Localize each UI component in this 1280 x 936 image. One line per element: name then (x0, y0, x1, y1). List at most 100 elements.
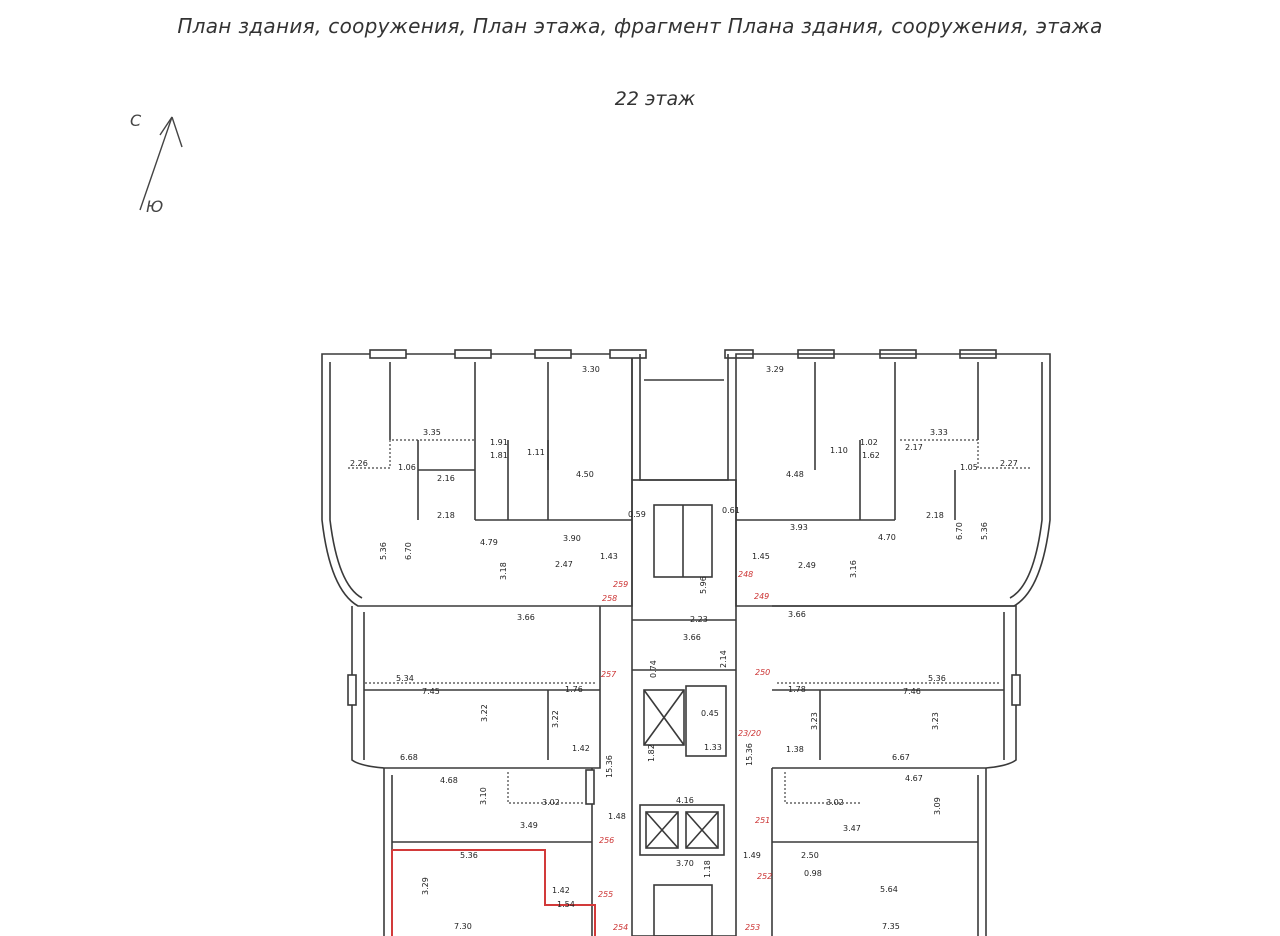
plan-walls (321, 349, 1051, 936)
dimension-label: 3.33 (930, 428, 948, 437)
dimension-label: 3.90 (563, 534, 581, 543)
dimension-label: 3.18 (499, 562, 508, 580)
dimension-label: 1.62 (862, 451, 880, 460)
dimension-label: 4.48 (786, 470, 804, 479)
dimension-label: 3.16 (849, 560, 858, 578)
dimension-label: 2.16 (437, 474, 455, 483)
compass-south-label: Ю (146, 197, 164, 216)
dimension-label: 2.26 (350, 459, 368, 468)
dimension-label: 1.48 (608, 812, 626, 821)
room-number: 249 (754, 592, 769, 601)
dimension-label: 1.76 (565, 685, 583, 694)
dimension-label: 6.67 (892, 753, 910, 762)
dimension-label: 2.49 (798, 561, 816, 570)
dimension-label: 3.29 (421, 877, 430, 895)
dimension-label: 3.66 (517, 613, 535, 622)
dimension-label: 5.96 (699, 576, 708, 594)
room-number: 259 (613, 580, 628, 589)
room-number: 254 (613, 923, 628, 932)
dimension-labels: 3.30 3.29 3.35 3.33 2.26 2.27 1.06 1.05 … (350, 365, 1018, 931)
dimension-label: 4.68 (440, 776, 458, 785)
dimension-label: 5.36 (980, 522, 989, 540)
compass-arrow-icon (139, 116, 183, 211)
dimension-label: 5.36 (379, 542, 388, 560)
dimension-label: 1.42 (552, 886, 570, 895)
dimension-label: 6.70 (955, 522, 964, 540)
dimension-label: 2.23 (690, 615, 708, 624)
room-number: 255 (598, 890, 613, 899)
dimension-label: 15.36 (605, 755, 614, 778)
dimension-label: 0.59 (628, 510, 646, 519)
dimension-label: 3.23 (931, 712, 940, 730)
dimension-label: 4.70 (878, 533, 896, 542)
dimension-label: 7.35 (882, 922, 900, 931)
dimension-label: 4.67 (905, 774, 923, 783)
dimension-label: 2.27 (1000, 459, 1018, 468)
page-title: План здания, сооружения, План этажа, фра… (177, 14, 1103, 38)
dimension-label: 5.36 (460, 851, 478, 860)
dimension-label: 4.16 (676, 796, 694, 805)
dimension-label: 1.42 (572, 744, 590, 753)
dimension-label: 3.93 (790, 523, 808, 532)
dimension-label: 1.54 (557, 900, 575, 909)
room-number: 250 (755, 668, 770, 677)
dimension-label: 1.43 (600, 552, 618, 561)
dimension-label: 2.18 (926, 511, 944, 520)
room-number: 252 (757, 872, 772, 881)
dimension-label: 3.02 (542, 798, 560, 807)
dimension-label: 5.36 (928, 674, 946, 683)
dimension-label: 5.64 (880, 885, 898, 894)
dimension-label: 3.35 (423, 428, 441, 437)
room-number: 248 (738, 570, 753, 579)
dimension-label: 1.10 (830, 446, 848, 455)
dimension-label: 3.70 (676, 859, 694, 868)
compass-north-label: С (130, 111, 142, 130)
dimension-label: 1.78 (788, 685, 806, 694)
dimension-label: 3.29 (766, 365, 784, 374)
dimension-label: 6.68 (400, 753, 418, 762)
highlighted-apartment (391, 849, 596, 936)
dimension-label: 15.36 (745, 743, 754, 766)
dimension-label: 0.45 (701, 709, 719, 718)
dimension-label: 6.70 (404, 542, 413, 560)
dimension-label: 0.61 (722, 506, 740, 515)
dimension-label: 7.46 (903, 687, 921, 696)
dimension-label: 7.30 (454, 922, 472, 931)
dimension-label: 2.17 (905, 443, 923, 452)
dimension-label: 1.02 (860, 438, 878, 447)
dimension-label: 3.47 (843, 824, 861, 833)
dimension-label: 3.10 (479, 787, 488, 805)
dimension-label: 3.66 (788, 610, 806, 619)
dimension-label: 1.49 (743, 851, 761, 860)
dimension-label: 1.18 (703, 860, 712, 878)
room-number: 256 (599, 836, 614, 845)
plan-dashed-zones (348, 439, 1030, 804)
dimension-label: 1.81 (490, 451, 508, 460)
dimension-label: 1.45 (752, 552, 770, 561)
dimension-label: 2.18 (437, 511, 455, 520)
dimension-label: 3.66 (683, 633, 701, 642)
room-number: 23/20 (738, 729, 761, 738)
dimension-label: 1.33 (704, 743, 722, 752)
dimension-label: 0.98 (804, 869, 822, 878)
vertical-dimension-labels: 5.36 6.70 3.18 5.36 6.70 3.16 3.22 3.22 … (379, 522, 989, 895)
room-number: 257 (601, 670, 617, 679)
dimension-label: 7.45 (422, 687, 440, 696)
north-arrow: С Ю (120, 105, 210, 225)
room-number-labels: 259 258 248 249 257 250 23/20 256 251 25… (598, 570, 772, 932)
dimension-label: 1.82 (647, 744, 656, 762)
room-number: 253 (745, 923, 760, 932)
dimension-label: 3.23 (810, 712, 819, 730)
dimension-label: 2.14 (719, 650, 728, 668)
dimension-label: 1.06 (398, 463, 416, 472)
dimension-label: 1.91 (490, 438, 508, 447)
dimension-label: 0.74 (649, 660, 658, 678)
dimension-label: 3.09 (933, 797, 942, 815)
dimension-label: 1.11 (527, 448, 545, 457)
dimension-label: 1.05 (960, 463, 978, 472)
dimension-label: 3.02 (826, 798, 844, 807)
dimension-label: 5.34 (396, 674, 414, 683)
floor-label: 22 этаж (614, 88, 696, 110)
dimension-label: 3.49 (520, 821, 538, 830)
